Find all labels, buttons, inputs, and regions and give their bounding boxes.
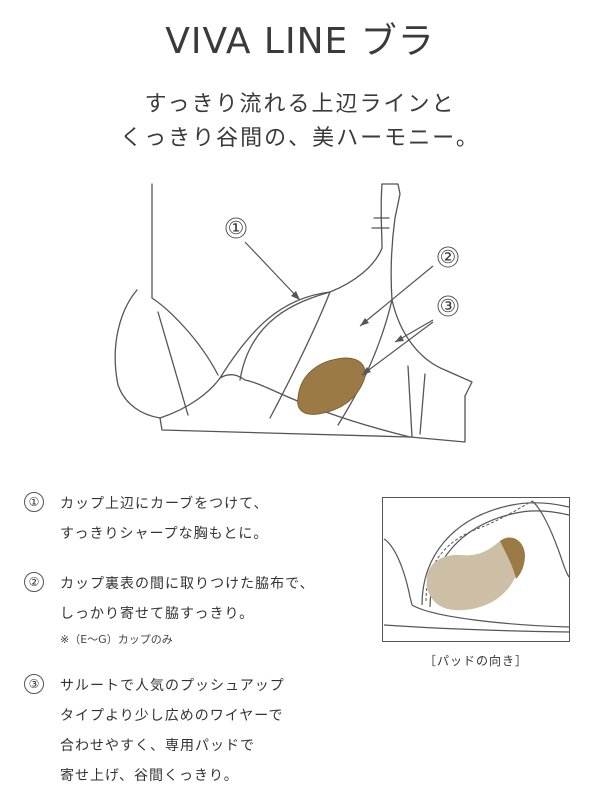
feature-number: ② bbox=[24, 572, 44, 592]
feature-text-line: タイプより少し広めのワイヤーで bbox=[60, 708, 284, 724]
svg-text:①: ① bbox=[228, 218, 244, 239]
pad-light-shape bbox=[426, 538, 521, 611]
feature-text-line: カップ裏表の間に取りつけた脇布で、 bbox=[60, 576, 315, 592]
feature-text-line: 寄せ上げ、谷間くっきり。 bbox=[60, 768, 239, 784]
feature-number: ① bbox=[24, 492, 44, 512]
pad-orientation-inset bbox=[382, 497, 570, 642]
right-strap bbox=[381, 183, 401, 301]
subtitle-line-2: くっきり谷間の、美ハーモニー。 bbox=[120, 126, 480, 151]
push-up-pad bbox=[297, 357, 366, 415]
right-cup bbox=[219, 247, 383, 379]
callout-3: ③ bbox=[437, 295, 459, 317]
feature-note: ※（E〜G）カップのみ bbox=[60, 633, 173, 646]
callout-1: ① bbox=[225, 217, 247, 239]
feature-text-line: しっかり寄せて脇すっきり。 bbox=[60, 606, 255, 622]
feature-text-line: すっきりシャープな胸もとに。 bbox=[60, 526, 269, 542]
pad-dark-shape bbox=[500, 537, 525, 579]
svg-text:③: ③ bbox=[440, 296, 456, 317]
feature-number: ③ bbox=[24, 674, 44, 694]
feature-text-line: 合わせやすく、専用パッドで bbox=[60, 738, 255, 754]
page-title: VIVA LINE ブラ bbox=[165, 21, 435, 62]
callout-2: ② bbox=[437, 246, 459, 268]
svg-text:②: ② bbox=[440, 247, 456, 268]
bra-illustration: ① ② ③ bbox=[114, 183, 473, 443]
side-panel-seam bbox=[407, 365, 413, 438]
inset-caption: ［パッドの向き］ bbox=[423, 654, 528, 668]
feature-text-line: カップ上辺にカーブをつけて、 bbox=[60, 496, 269, 512]
subtitle-line-1: すっきり流れる上辺ラインと bbox=[144, 92, 456, 117]
left-cup bbox=[114, 289, 161, 419]
feature-text-line: サルートで人気のプッシュアップ bbox=[60, 678, 285, 694]
